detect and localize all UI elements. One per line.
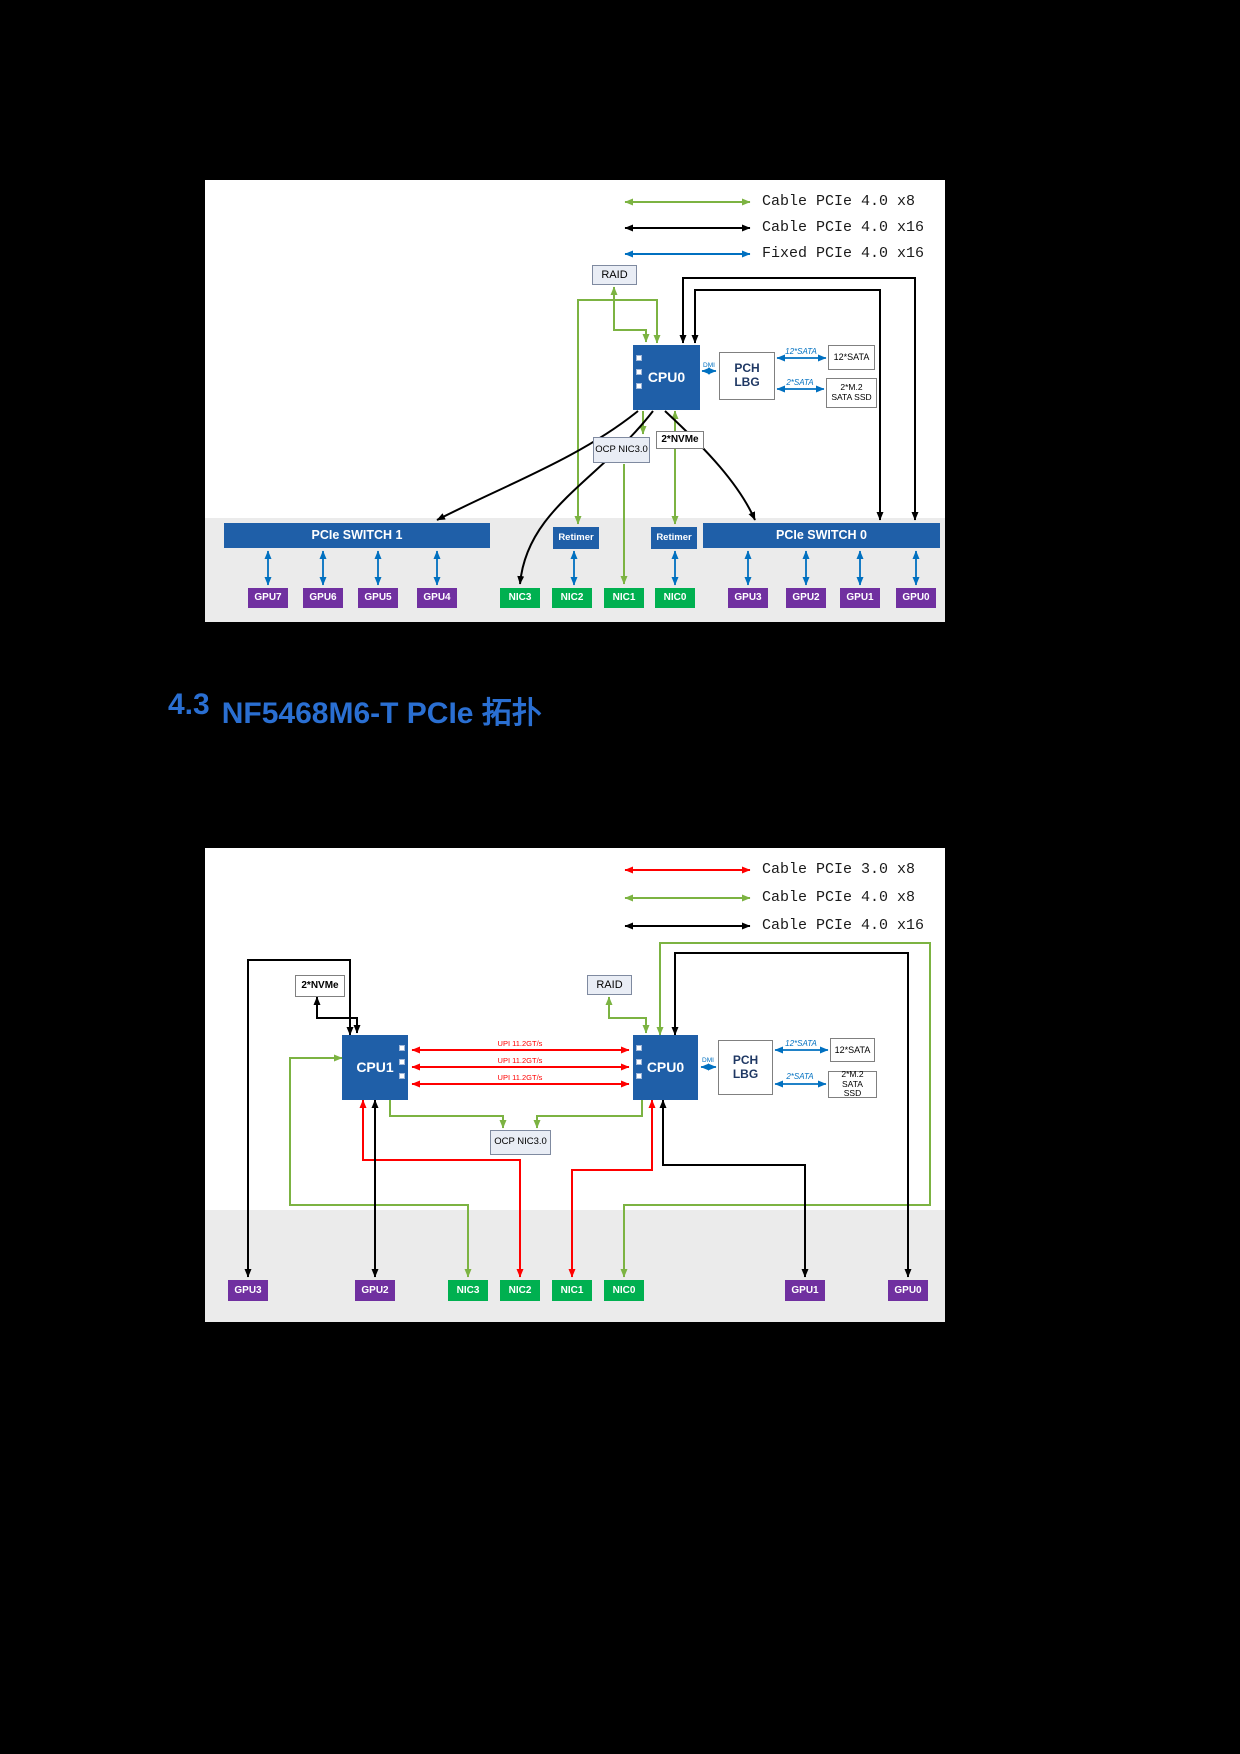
m2-ssd-box: 2*M.2 SATA SSD bbox=[826, 378, 877, 408]
cpu-port bbox=[399, 1073, 405, 1079]
cpu-port bbox=[636, 1059, 642, 1065]
cpu-port bbox=[636, 1045, 642, 1051]
gpu3-box: GPU3 bbox=[228, 1280, 268, 1301]
gpu0-box: GPU0 bbox=[888, 1280, 928, 1301]
nic2-box: NIC2 bbox=[552, 588, 592, 608]
cpu-port bbox=[636, 355, 642, 361]
dmi-label: DMI bbox=[703, 362, 715, 369]
wiring-layer: DMI 12*SATA 2*SATA bbox=[264, 198, 920, 586]
sata2-link-label: 2*SATA bbox=[785, 1072, 813, 1081]
m2-ssd-box: 2*M.2 SATA SSD bbox=[828, 1069, 877, 1098]
nic3-box: NIC3 bbox=[448, 1280, 488, 1301]
nic2-box: NIC2 bbox=[500, 1280, 540, 1301]
nic1-box: NIC1 bbox=[552, 1280, 592, 1301]
nvme-box: 2*NVMe bbox=[295, 975, 345, 997]
raid-box: RAID bbox=[587, 975, 632, 995]
gpu2-box: GPU2 bbox=[355, 1280, 395, 1301]
gpu3-box: GPU3 bbox=[728, 588, 768, 608]
upi-label-3: UPI 11.2GT/s bbox=[498, 1073, 543, 1082]
sata12-link-label: 12*SATA bbox=[785, 1039, 817, 1048]
gpu2-box: GPU2 bbox=[786, 588, 826, 608]
fixed-blue-links bbox=[264, 354, 920, 586]
sata12-box: 12*SATA bbox=[830, 1038, 875, 1062]
gpu1-box: GPU1 bbox=[840, 588, 880, 608]
upi-label-1: UPI 11.2GT/s bbox=[498, 1039, 543, 1048]
black-cables bbox=[244, 952, 912, 1278]
gpu5-box: GPU5 bbox=[358, 588, 398, 608]
cpu-port bbox=[399, 1045, 405, 1051]
gpu6-box: GPU6 bbox=[303, 588, 343, 608]
nvme-box: 2*NVMe bbox=[656, 431, 704, 449]
legend-arrows bbox=[624, 198, 751, 258]
upi-links: UPI 11.2GT/s UPI 11.2GT/s UPI 11.2GT/s bbox=[411, 1039, 630, 1088]
gpu4-box: GPU4 bbox=[417, 588, 457, 608]
section-number: 4.3 bbox=[168, 688, 210, 721]
upi-label-2: UPI 11.2GT/s bbox=[498, 1056, 543, 1065]
nic1-box: NIC1 bbox=[604, 588, 644, 608]
black-cables bbox=[436, 277, 919, 585]
pcie-topology-diagram-top: DMI 12*SATA 2*SATA Cable PCIe 4.0 x8 Cab… bbox=[205, 180, 945, 622]
link-labels: DMI 12*SATA 2*SATA bbox=[703, 347, 817, 387]
legend-arrows bbox=[624, 866, 751, 930]
cpu-port bbox=[636, 383, 642, 389]
cpu0-box: CPU0 bbox=[633, 345, 700, 410]
ocp-nic-box: OCP NIC3.0 bbox=[593, 437, 650, 463]
sata2-link-label: 2*SATA bbox=[785, 378, 813, 387]
section-heading: 4.3 NF5468M6-T PCIe 拓扑 bbox=[168, 688, 542, 732]
legend-label-green: Cable PCIe 4.0 x8 bbox=[762, 193, 916, 210]
legend-label-red: Cable PCIe 3.0 x8 bbox=[762, 861, 916, 878]
sata12-box: 12*SATA bbox=[828, 345, 875, 370]
nic0-box: NIC0 bbox=[655, 588, 695, 608]
gpu7-box: GPU7 bbox=[248, 588, 288, 608]
nic0-box: NIC0 bbox=[604, 1280, 644, 1301]
wiring-layer: UPI 11.2GT/s UPI 11.2GT/s UPI 11.2GT/s bbox=[244, 866, 931, 1278]
cpu0-box: CPU0 bbox=[633, 1035, 698, 1100]
pcie-switch0: PCIe SWITCH 0 bbox=[703, 523, 940, 548]
cpu-port bbox=[636, 1073, 642, 1079]
legend-label-black: Cable PCIe 4.0 x16 bbox=[762, 219, 925, 236]
legend-label-blue: Fixed PCIe 4.0 x16 bbox=[762, 245, 925, 262]
retimer-left: Retimer bbox=[553, 527, 599, 549]
nic3-box: NIC3 bbox=[500, 588, 540, 608]
pcie-switch1: PCIe SWITCH 1 bbox=[224, 523, 490, 548]
cpu0-label: CPU0 bbox=[646, 1059, 685, 1076]
gpu0-box: GPU0 bbox=[896, 588, 936, 608]
pch-box: PCH LBG bbox=[719, 352, 775, 400]
green-cables bbox=[574, 286, 679, 585]
cpu-port bbox=[636, 369, 642, 375]
cpu1-label: CPU1 bbox=[356, 1059, 394, 1076]
section-title: NF5468M6-T PCIe 拓扑 bbox=[221, 697, 542, 730]
retimer-right: Retimer bbox=[651, 527, 697, 549]
ocp-nic-box: OCP NIC3.0 bbox=[490, 1130, 551, 1155]
legend-label-green: Cable PCIe 4.0 x8 bbox=[762, 889, 916, 906]
fixed-blue-links: DMI 12*SATA 2*SATA bbox=[700, 1039, 829, 1088]
dmi-label: DMI bbox=[702, 1057, 714, 1064]
cpu-port bbox=[399, 1059, 405, 1065]
cpu1-box: CPU1 bbox=[342, 1035, 408, 1100]
raid-box: RAID bbox=[592, 265, 637, 285]
cpu0-label: CPU0 bbox=[647, 369, 686, 386]
pch-box: PCH LBG bbox=[718, 1040, 773, 1095]
gpu1-box: GPU1 bbox=[785, 1280, 825, 1301]
legend-label-black: Cable PCIe 4.0 x16 bbox=[762, 917, 925, 934]
pcie-topology-diagram-bottom: UPI 11.2GT/s UPI 11.2GT/s UPI 11.2GT/s bbox=[205, 848, 945, 1322]
red-cables bbox=[359, 1099, 656, 1278]
sata12-link-label: 12*SATA bbox=[785, 347, 817, 356]
